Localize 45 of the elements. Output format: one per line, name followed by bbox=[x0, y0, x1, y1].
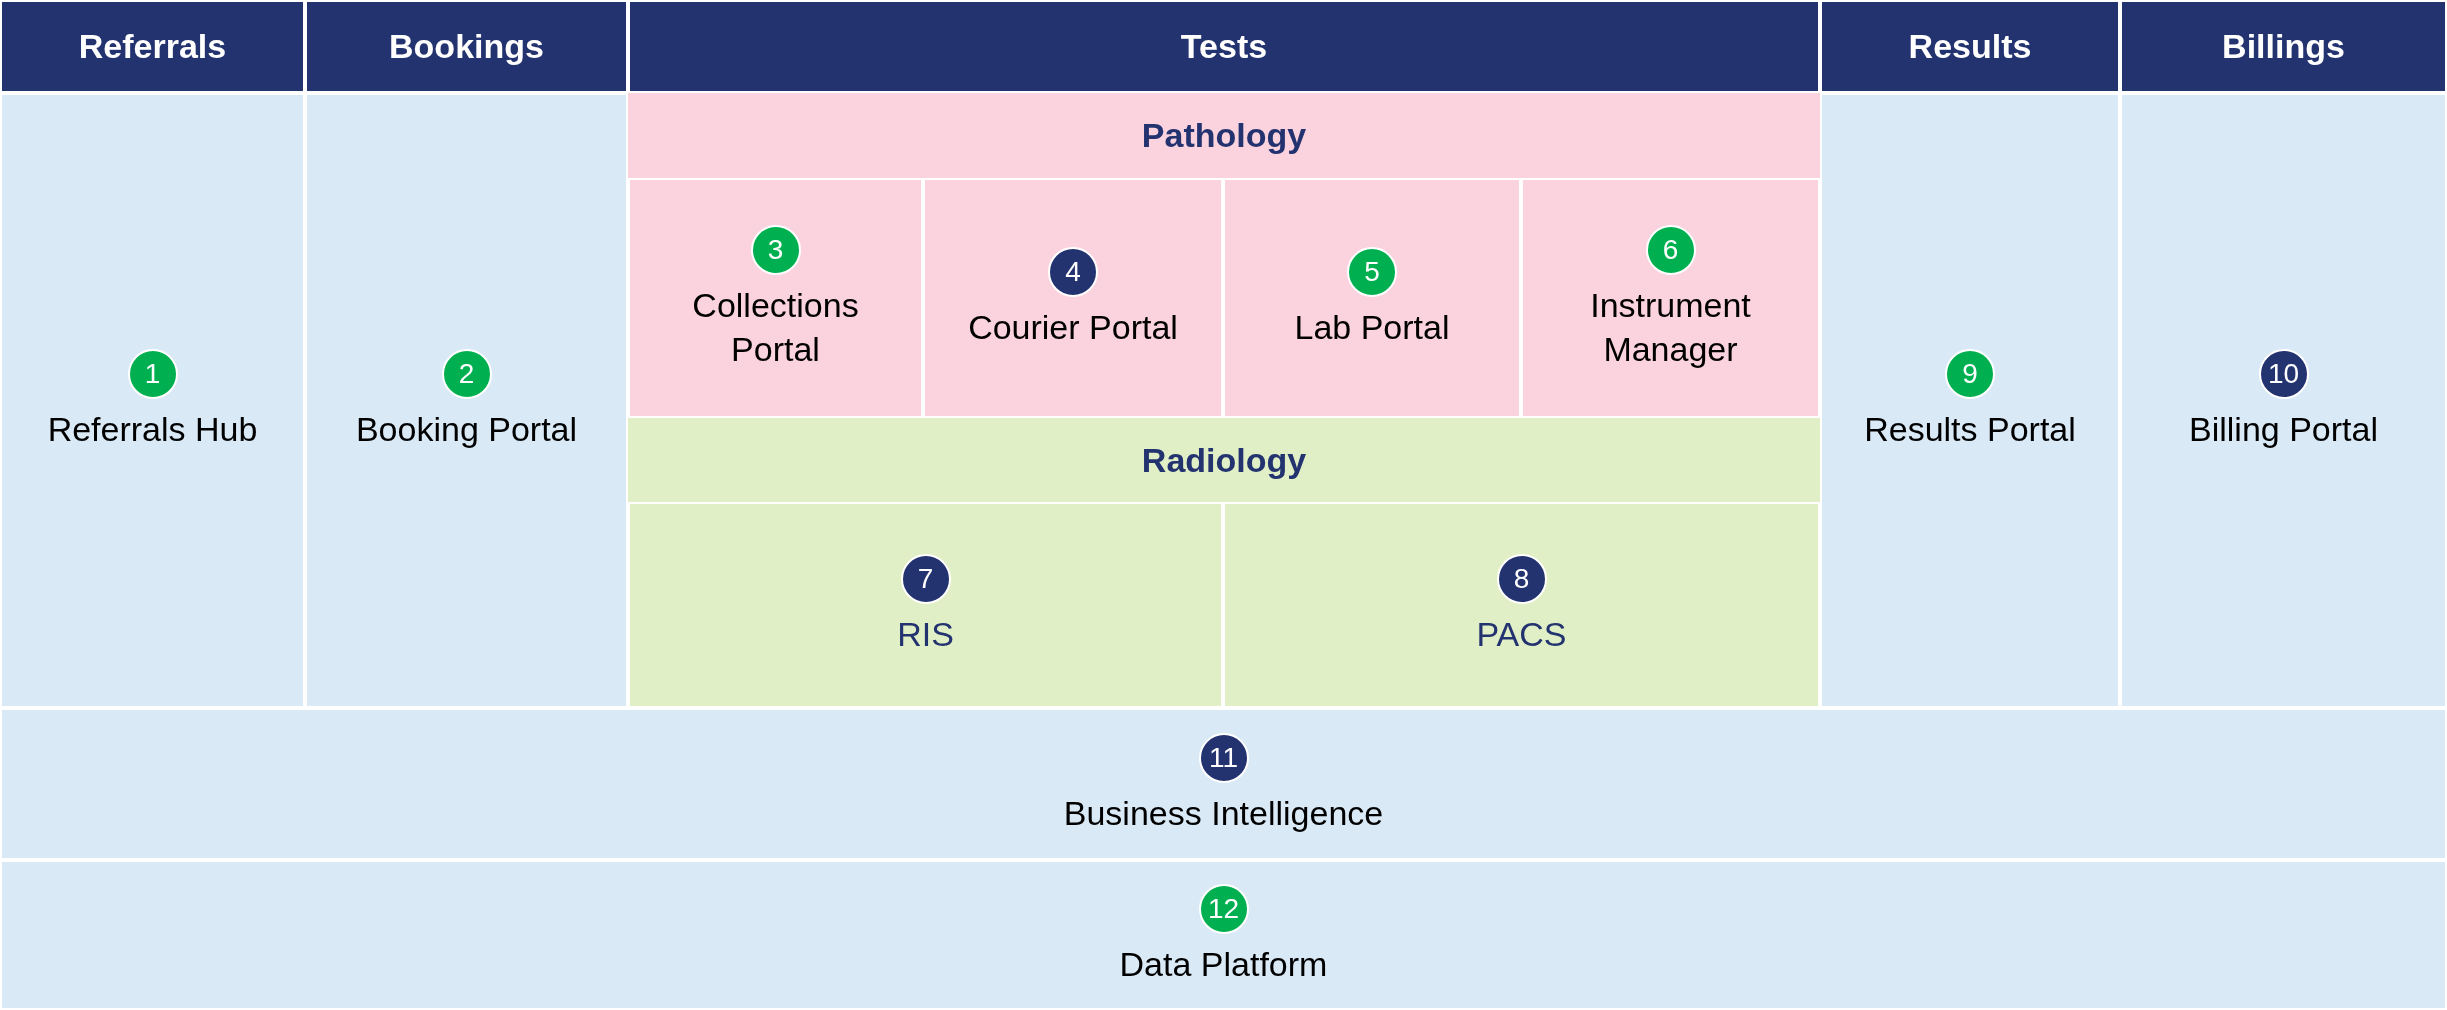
module-cell bbox=[305, 93, 628, 708]
step-number: 8 bbox=[1496, 553, 1547, 604]
module-cell bbox=[1820, 93, 2120, 708]
module-label: Courier Portal bbox=[968, 306, 1178, 348]
module-label: Business Intelligence bbox=[1063, 792, 1384, 834]
step-number: 12 bbox=[1198, 883, 1249, 934]
step-number: 5 bbox=[1347, 246, 1397, 297]
section-panel bbox=[628, 93, 1820, 418]
step-number: 3 bbox=[750, 224, 801, 275]
module-label: RIS bbox=[897, 613, 954, 655]
module-label: Lab Portal bbox=[1294, 306, 1450, 348]
module-cell bbox=[0, 708, 2447, 860]
module-label: Booking Portal bbox=[355, 409, 578, 451]
module-label: Billing Portal bbox=[2189, 409, 2378, 451]
step-number: 2 bbox=[441, 349, 492, 400]
step-number: 4 bbox=[1048, 246, 1098, 297]
column-header: Billings bbox=[2120, 0, 2447, 93]
module-cell bbox=[1521, 178, 1820, 418]
step-number: 6 bbox=[1645, 224, 1696, 275]
section-heading: Pathology bbox=[1140, 115, 1308, 156]
module-label: Instrument Manager bbox=[1589, 284, 1752, 370]
step-number: 1 bbox=[127, 349, 178, 400]
module-cell bbox=[628, 178, 923, 418]
module-cell bbox=[628, 502, 1223, 708]
module-label: Results Portal bbox=[1864, 409, 2076, 451]
column-header: Results bbox=[1820, 0, 2120, 93]
module-label: Collections Portal bbox=[691, 284, 860, 370]
column-header: Bookings bbox=[305, 0, 628, 93]
step-number: 9 bbox=[1945, 349, 1995, 400]
module-cell bbox=[1223, 502, 1820, 708]
column-header: Referrals bbox=[0, 0, 305, 93]
column-header: Tests bbox=[628, 0, 1820, 93]
module-cell bbox=[1223, 178, 1521, 418]
module-cell bbox=[0, 93, 305, 708]
step-number: 10 bbox=[2258, 349, 2309, 400]
section-heading: Radiology bbox=[1140, 439, 1308, 481]
module-cell bbox=[2120, 93, 2447, 708]
module-cell bbox=[0, 860, 2447, 1010]
step-number: 7 bbox=[900, 553, 951, 604]
section-panel bbox=[628, 418, 1820, 708]
module-label: Referrals Hub bbox=[47, 409, 258, 451]
module-label: PACS bbox=[1476, 613, 1567, 655]
step-number: 11 bbox=[1198, 732, 1249, 783]
module-cell bbox=[923, 178, 1223, 418]
module-label: Data Platform bbox=[1119, 943, 1328, 985]
